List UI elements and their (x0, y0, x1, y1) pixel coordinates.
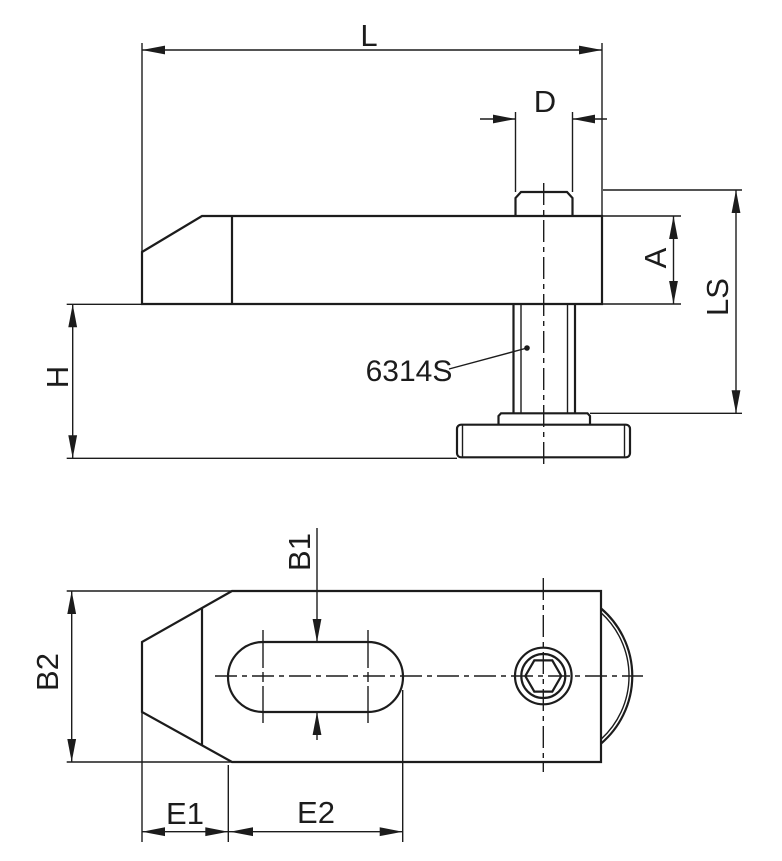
d-label: D (534, 84, 556, 119)
b1-label: B1 (282, 533, 317, 571)
side-view: L D A LS H 6314S (40, 18, 742, 464)
b2-arrow-top (67, 591, 77, 614)
hex-socket (524, 659, 563, 693)
b1-arrow-top (312, 619, 322, 642)
h-label: H (40, 366, 75, 388)
nut-arc-outer (600, 607, 634, 745)
plan-view: B1 B2 E1 E2 (30, 528, 643, 842)
part-number-label: 6314S (366, 355, 453, 388)
a-arrow-top (669, 216, 678, 239)
h-arrow-top (68, 304, 78, 328)
h-arrow-bottom (68, 435, 78, 459)
ls-arrow-top (731, 190, 741, 213)
e1-label: E1 (166, 796, 204, 831)
l-label: L (360, 18, 377, 53)
b2-arrow-bottom (67, 739, 77, 762)
a-arrow-bottom (669, 281, 678, 304)
ls-label: LS (700, 278, 735, 316)
slot-outline (226, 640, 405, 714)
e2-label: E2 (297, 795, 335, 830)
ls-arrow-bottom (731, 390, 741, 414)
screw-inner-circle (520, 652, 567, 700)
e1-arrow-right (205, 827, 229, 837)
leader-line (448, 347, 528, 370)
e1-arrow-left (142, 827, 165, 837)
leader-dot (524, 345, 530, 351)
d-arrow-right (572, 114, 595, 124)
clamp-bar-outline (140, 214, 604, 306)
b1-arrow-bottom (312, 712, 322, 735)
l-arrow-left (142, 45, 165, 55)
screw-outer-circle (513, 646, 573, 706)
b2-label: B2 (30, 653, 65, 691)
a-label: A (638, 247, 673, 268)
nut-arc-inner (600, 612, 630, 740)
l-arrow-right (579, 45, 602, 55)
e2-arrow-left (230, 827, 253, 837)
d-arrow-left (493, 114, 516, 124)
e2-arrow-right (379, 827, 403, 837)
